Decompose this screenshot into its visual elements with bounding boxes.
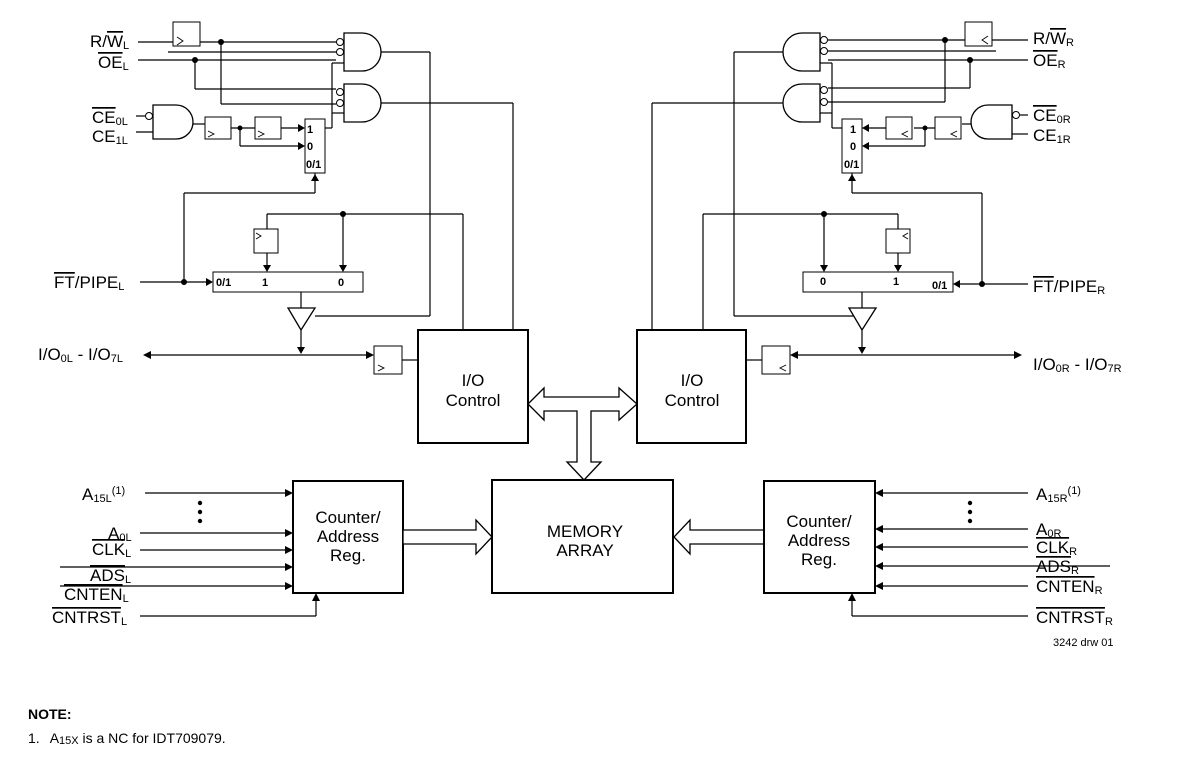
io-control-left xyxy=(417,329,529,444)
io-left-label: I/O0L - I/O7L xyxy=(38,345,123,365)
note-heading: NOTE: xyxy=(28,706,72,722)
a15-left-label: A15L(1) xyxy=(82,485,125,505)
cnten-left-label: CNTENL xyxy=(64,585,129,605)
pipe-right-register xyxy=(885,228,911,254)
svg-text:0: 0 xyxy=(820,276,826,288)
svg-text:0/1: 0/1 xyxy=(306,159,321,171)
svg-text:I/O: I/O xyxy=(462,371,485,390)
and-gate-left-write xyxy=(343,32,382,72)
svg-text:0: 0 xyxy=(307,141,313,153)
right-port: R/WR OER CE0R CE1R xyxy=(636,21,1122,628)
ftpipe-left-label: FT/PIPEL xyxy=(54,273,124,293)
rw-right-register xyxy=(964,21,993,47)
svg-text:Address: Address xyxy=(788,531,850,550)
bus-arrow-counter-right xyxy=(673,518,765,556)
note-text: 1.A15X is a NC for IDT709079. xyxy=(28,730,226,747)
svg-text:1: 1 xyxy=(307,124,313,136)
rw-left-label: R/WL xyxy=(90,32,129,52)
counter-address-register-right xyxy=(763,480,876,594)
svg-text:1: 1 xyxy=(262,277,268,289)
cnten-right-label: CNTENR xyxy=(1036,577,1103,597)
and-gate-left-ce xyxy=(152,104,194,140)
and-gate-right-ce xyxy=(970,104,1013,140)
cntrst-right-label: CNTRSTR xyxy=(1036,608,1113,628)
cntrst-left-label: CNTRSTL xyxy=(52,608,127,628)
ftpipe-right-label: FT/PIPER xyxy=(1033,277,1105,297)
svg-text:MEMORY: MEMORY xyxy=(547,522,623,541)
ce1-left-label: CE1L xyxy=(92,127,128,147)
and-gate-left-read xyxy=(343,83,382,123)
a0-left-label: A0L xyxy=(108,524,132,544)
svg-text:Reg.: Reg. xyxy=(801,550,837,569)
ce0-left-label: CE0L xyxy=(92,108,128,128)
svg-text:Counter/: Counter/ xyxy=(315,508,380,527)
ads-right-label: ADSR xyxy=(1036,557,1079,577)
svg-text:Address: Address xyxy=(317,527,379,546)
ce0-right-label: CE0R xyxy=(1033,106,1071,126)
io-right-register xyxy=(761,345,791,375)
data-bus-t-arrow xyxy=(527,386,638,481)
svg-text:0: 0 xyxy=(338,277,344,289)
io-right-label: I/O0R - I/O7R xyxy=(1033,355,1122,375)
left-port: R/WL OEL CE0L CE1L xyxy=(38,21,529,628)
pipe-right-mux xyxy=(802,271,954,293)
clk-left-label: CLKL xyxy=(92,540,131,560)
ce-left-register-2 xyxy=(254,116,282,140)
svg-text:Reg.: Reg. xyxy=(330,546,366,565)
svg-text:0/1: 0/1 xyxy=(932,280,947,292)
pipe-left-mux xyxy=(212,271,364,293)
clk-right-label: CLKR xyxy=(1036,538,1077,558)
ce-right-register-2 xyxy=(885,116,913,140)
svg-text:Control: Control xyxy=(665,391,720,410)
oe-left-label: OEL xyxy=(98,53,129,73)
and-gate-right-read xyxy=(782,83,821,123)
footnote: NOTE: 1.A15X is a NC for IDT709079. xyxy=(28,706,226,747)
rw-right-label: R/WR xyxy=(1033,29,1074,49)
rw-left-register xyxy=(172,21,201,47)
oe-right-label: OER xyxy=(1033,51,1066,71)
drawing-code: 3242 drw 01 xyxy=(1053,637,1114,649)
and-gate-right-write xyxy=(782,32,821,72)
svg-text:0/1: 0/1 xyxy=(844,159,859,171)
a0-right-label: A0R xyxy=(1036,520,1061,540)
io-left-register xyxy=(373,345,403,375)
output-buffer-right xyxy=(847,307,878,332)
svg-text:1: 1 xyxy=(893,276,899,288)
ce1-right-label: CE1R xyxy=(1033,126,1071,146)
bus-arrow-counter-left xyxy=(402,518,493,556)
memory-array xyxy=(491,479,674,594)
svg-text:ARRAY: ARRAY xyxy=(556,541,613,560)
svg-text:Control: Control xyxy=(446,391,501,410)
svg-text:Counter/: Counter/ xyxy=(786,512,851,531)
svg-text:0: 0 xyxy=(850,141,856,153)
output-buffer-left xyxy=(286,307,317,332)
pipe-left-register xyxy=(253,228,279,254)
svg-text:0/1: 0/1 xyxy=(216,277,231,289)
a15-right-label: A15R(1) xyxy=(1036,485,1081,505)
ads-left-label: ADSL xyxy=(90,566,131,586)
svg-text:I/O: I/O xyxy=(681,371,704,390)
ce-left-register-1 xyxy=(204,116,232,140)
svg-text:1: 1 xyxy=(850,124,856,136)
center-core: MEMORY ARRAY 3242 drw 01 xyxy=(402,386,1114,649)
ce-right-register-1 xyxy=(934,116,962,140)
io-control-right xyxy=(636,329,747,444)
